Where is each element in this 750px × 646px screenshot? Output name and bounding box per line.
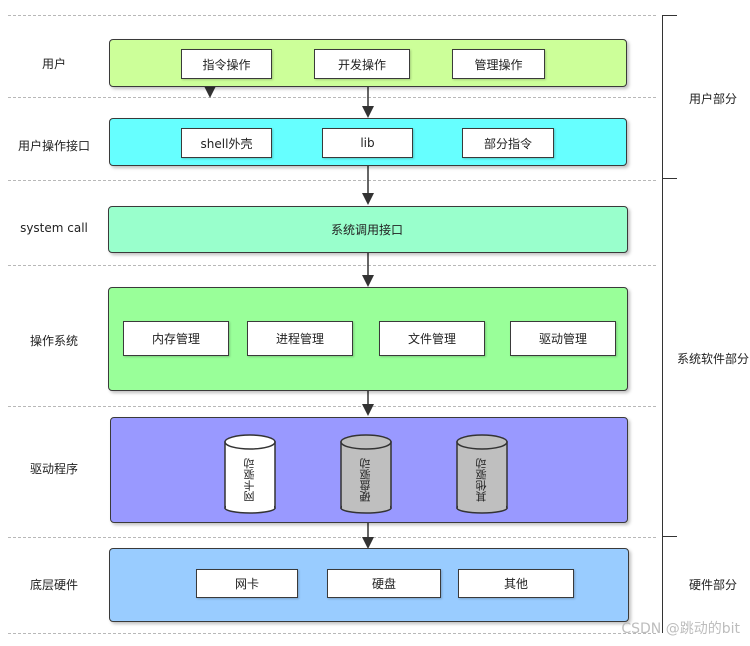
- row-label-syscall: system call: [20, 221, 88, 235]
- section-label-user: 用户部分: [688, 92, 737, 106]
- item-mgmt-ops: 管理操作: [452, 49, 545, 79]
- separator-line: [8, 406, 656, 407]
- cylinder-nic-driver: [224, 434, 276, 514]
- item-dev-ops: 开发操作: [314, 49, 410, 79]
- cylinder-label-disk-driver: 硬盘驱动: [359, 458, 372, 502]
- row-label-driver: 驱动程序: [29, 462, 78, 476]
- separator-line: [8, 265, 656, 266]
- bracket-hardware-part: [662, 536, 677, 633]
- item-other: 其他: [458, 569, 574, 598]
- item-lib: lib: [322, 128, 413, 158]
- syscall-interface-text: 系统调用接口: [330, 223, 403, 237]
- row-label-interface: 用户操作接口: [17, 139, 90, 153]
- item-partial-instructions: 部分指令: [462, 128, 554, 158]
- item-driver-mgmt: 驱动管理: [510, 321, 616, 356]
- cylinder-disk-driver: [340, 434, 392, 514]
- row-label-os: 操作系统: [29, 334, 78, 348]
- cylinder-other-driver: [456, 434, 508, 514]
- item-process-mgmt: 进程管理: [247, 321, 353, 356]
- separator-line: [8, 97, 656, 98]
- layer-syscall: [108, 206, 628, 253]
- cylinder-label-nic-driver: 网卡驱动: [243, 458, 256, 502]
- separator-line: [8, 15, 656, 16]
- separator-line: [8, 180, 656, 181]
- separator-line: [8, 633, 656, 634]
- item-disk: 硬盘: [327, 569, 441, 598]
- row-label-hardware: 底层硬件: [29, 578, 78, 592]
- watermark: CSDN @跳动的bit: [621, 621, 740, 637]
- item-memory-mgmt: 内存管理: [123, 321, 229, 356]
- item-file-mgmt: 文件管理: [379, 321, 485, 356]
- cylinder-label-other-driver: 其他驱动: [475, 458, 488, 502]
- bracket-user-part: [662, 15, 677, 179]
- bracket-system-part: [662, 177, 677, 537]
- section-label-hardware: 硬件部分: [688, 578, 737, 592]
- section-label-system: 系统软件部分: [676, 352, 749, 366]
- row-label-user: 用户: [41, 57, 66, 71]
- item-shell: shell外壳: [181, 128, 272, 158]
- separator-line: [8, 537, 656, 538]
- item-nic: 网卡: [196, 569, 298, 598]
- item-instruction-ops: 指令操作: [181, 49, 272, 79]
